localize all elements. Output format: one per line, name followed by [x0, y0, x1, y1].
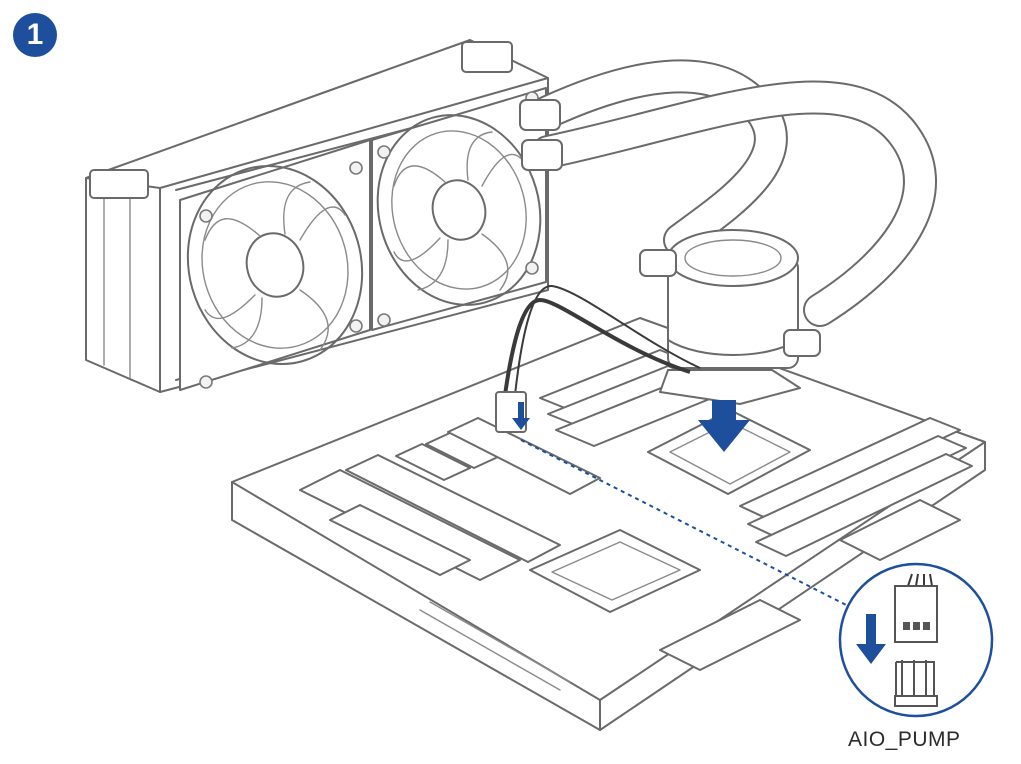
install-arrow-pump — [698, 400, 750, 452]
connector-label: AIO_PUMP — [848, 728, 961, 751]
radiator-fan-left — [179, 139, 371, 391]
install-arrow-connector — [512, 402, 530, 430]
aio-pump-header-zoom — [838, 562, 994, 718]
step-number-badge: 1 — [13, 13, 57, 57]
coolant-tubes — [519, 59, 937, 327]
aio-pump-block — [495, 229, 821, 433]
motherboard — [231, 317, 986, 731]
